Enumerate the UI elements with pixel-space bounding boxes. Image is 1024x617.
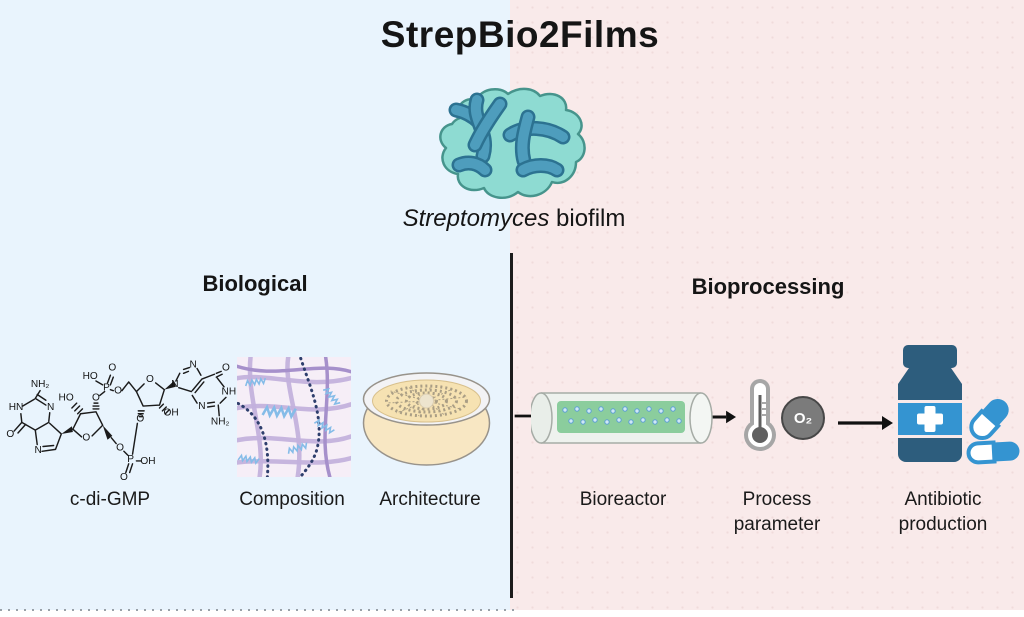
svg-text:O: O (92, 392, 100, 403)
medicine-bottle-icon (898, 345, 1020, 465)
section-divider (510, 253, 513, 598)
biological-panel-background (0, 0, 510, 610)
svg-text:O: O (6, 429, 14, 440)
capsule-icon (969, 399, 1009, 440)
svg-text:NH₂: NH₂ (31, 379, 50, 390)
colony-texture (385, 384, 468, 418)
bacteria-rods-icon (448, 92, 571, 178)
svg-text:O: O (82, 433, 90, 444)
svg-text:OH: OH (140, 456, 155, 467)
svg-text:HN: HN (9, 402, 24, 413)
c-di-gmp-structure: NH₂ HN N O N HO O HO P O O O O OH N N O … (6, 360, 237, 484)
bioreactor-icon (531, 392, 713, 444)
plus-icon (917, 406, 943, 432)
composition-micrograph (237, 357, 351, 477)
biofilm-caption: Streptomyces biofilm (2, 205, 1024, 233)
bioprocessing-panel-background (510, 0, 1024, 610)
svg-text:P: P (127, 454, 134, 465)
svg-text:NH₂: NH₂ (211, 416, 230, 427)
svg-text:P: P (103, 383, 110, 394)
svg-text:NH: NH (222, 386, 237, 397)
svg-text:O: O (146, 374, 154, 385)
petri-dish-icon (362, 372, 491, 466)
svg-text:O: O (116, 442, 124, 453)
svg-text:HO: HO (59, 392, 74, 403)
label-antibiotic-production: Antibiotic production (898, 489, 988, 535)
flow-arrow-icon (838, 416, 893, 430)
label-process-parameter: Process parameter (733, 489, 821, 535)
svg-text:N: N (190, 360, 197, 371)
page-title: StrepBio2Films (380, 14, 660, 55)
svg-text:O: O (136, 413, 144, 424)
biofilm-caption-rest: biofilm (549, 205, 626, 232)
biofilm-blob-icon (439, 87, 586, 200)
oxygen-label: O₂ (793, 409, 813, 427)
label-bioreactor: Bioreactor (579, 489, 667, 510)
svg-text:N: N (35, 445, 42, 456)
svg-text:N: N (47, 402, 54, 413)
label-composition: Composition (239, 489, 345, 510)
svg-text:N: N (171, 379, 178, 390)
svg-text:O: O (120, 472, 128, 483)
svg-text:O: O (114, 386, 122, 397)
svg-text:O: O (108, 362, 116, 373)
label-architecture: Architecture (379, 489, 481, 510)
biofilm-caption-italic: Streptomyces (402, 205, 550, 232)
biological-heading: Biological (202, 271, 308, 296)
biofilm-layer (557, 401, 685, 433)
svg-text:O: O (222, 362, 230, 373)
label-c-di-gmp: c-di-GMP (69, 489, 151, 510)
slide-edge-dotted-line (0, 609, 517, 611)
bioprocessing-heading: Bioprocessing (691, 274, 845, 299)
cell-dots (562, 406, 682, 425)
svg-text:N: N (198, 401, 205, 412)
oxygen-badge: O₂ (781, 396, 825, 440)
thermometer-icon (744, 379, 776, 451)
svg-text:HO: HO (83, 371, 98, 382)
capsule-icon (966, 440, 1020, 465)
svg-text:OH: OH (163, 408, 178, 419)
